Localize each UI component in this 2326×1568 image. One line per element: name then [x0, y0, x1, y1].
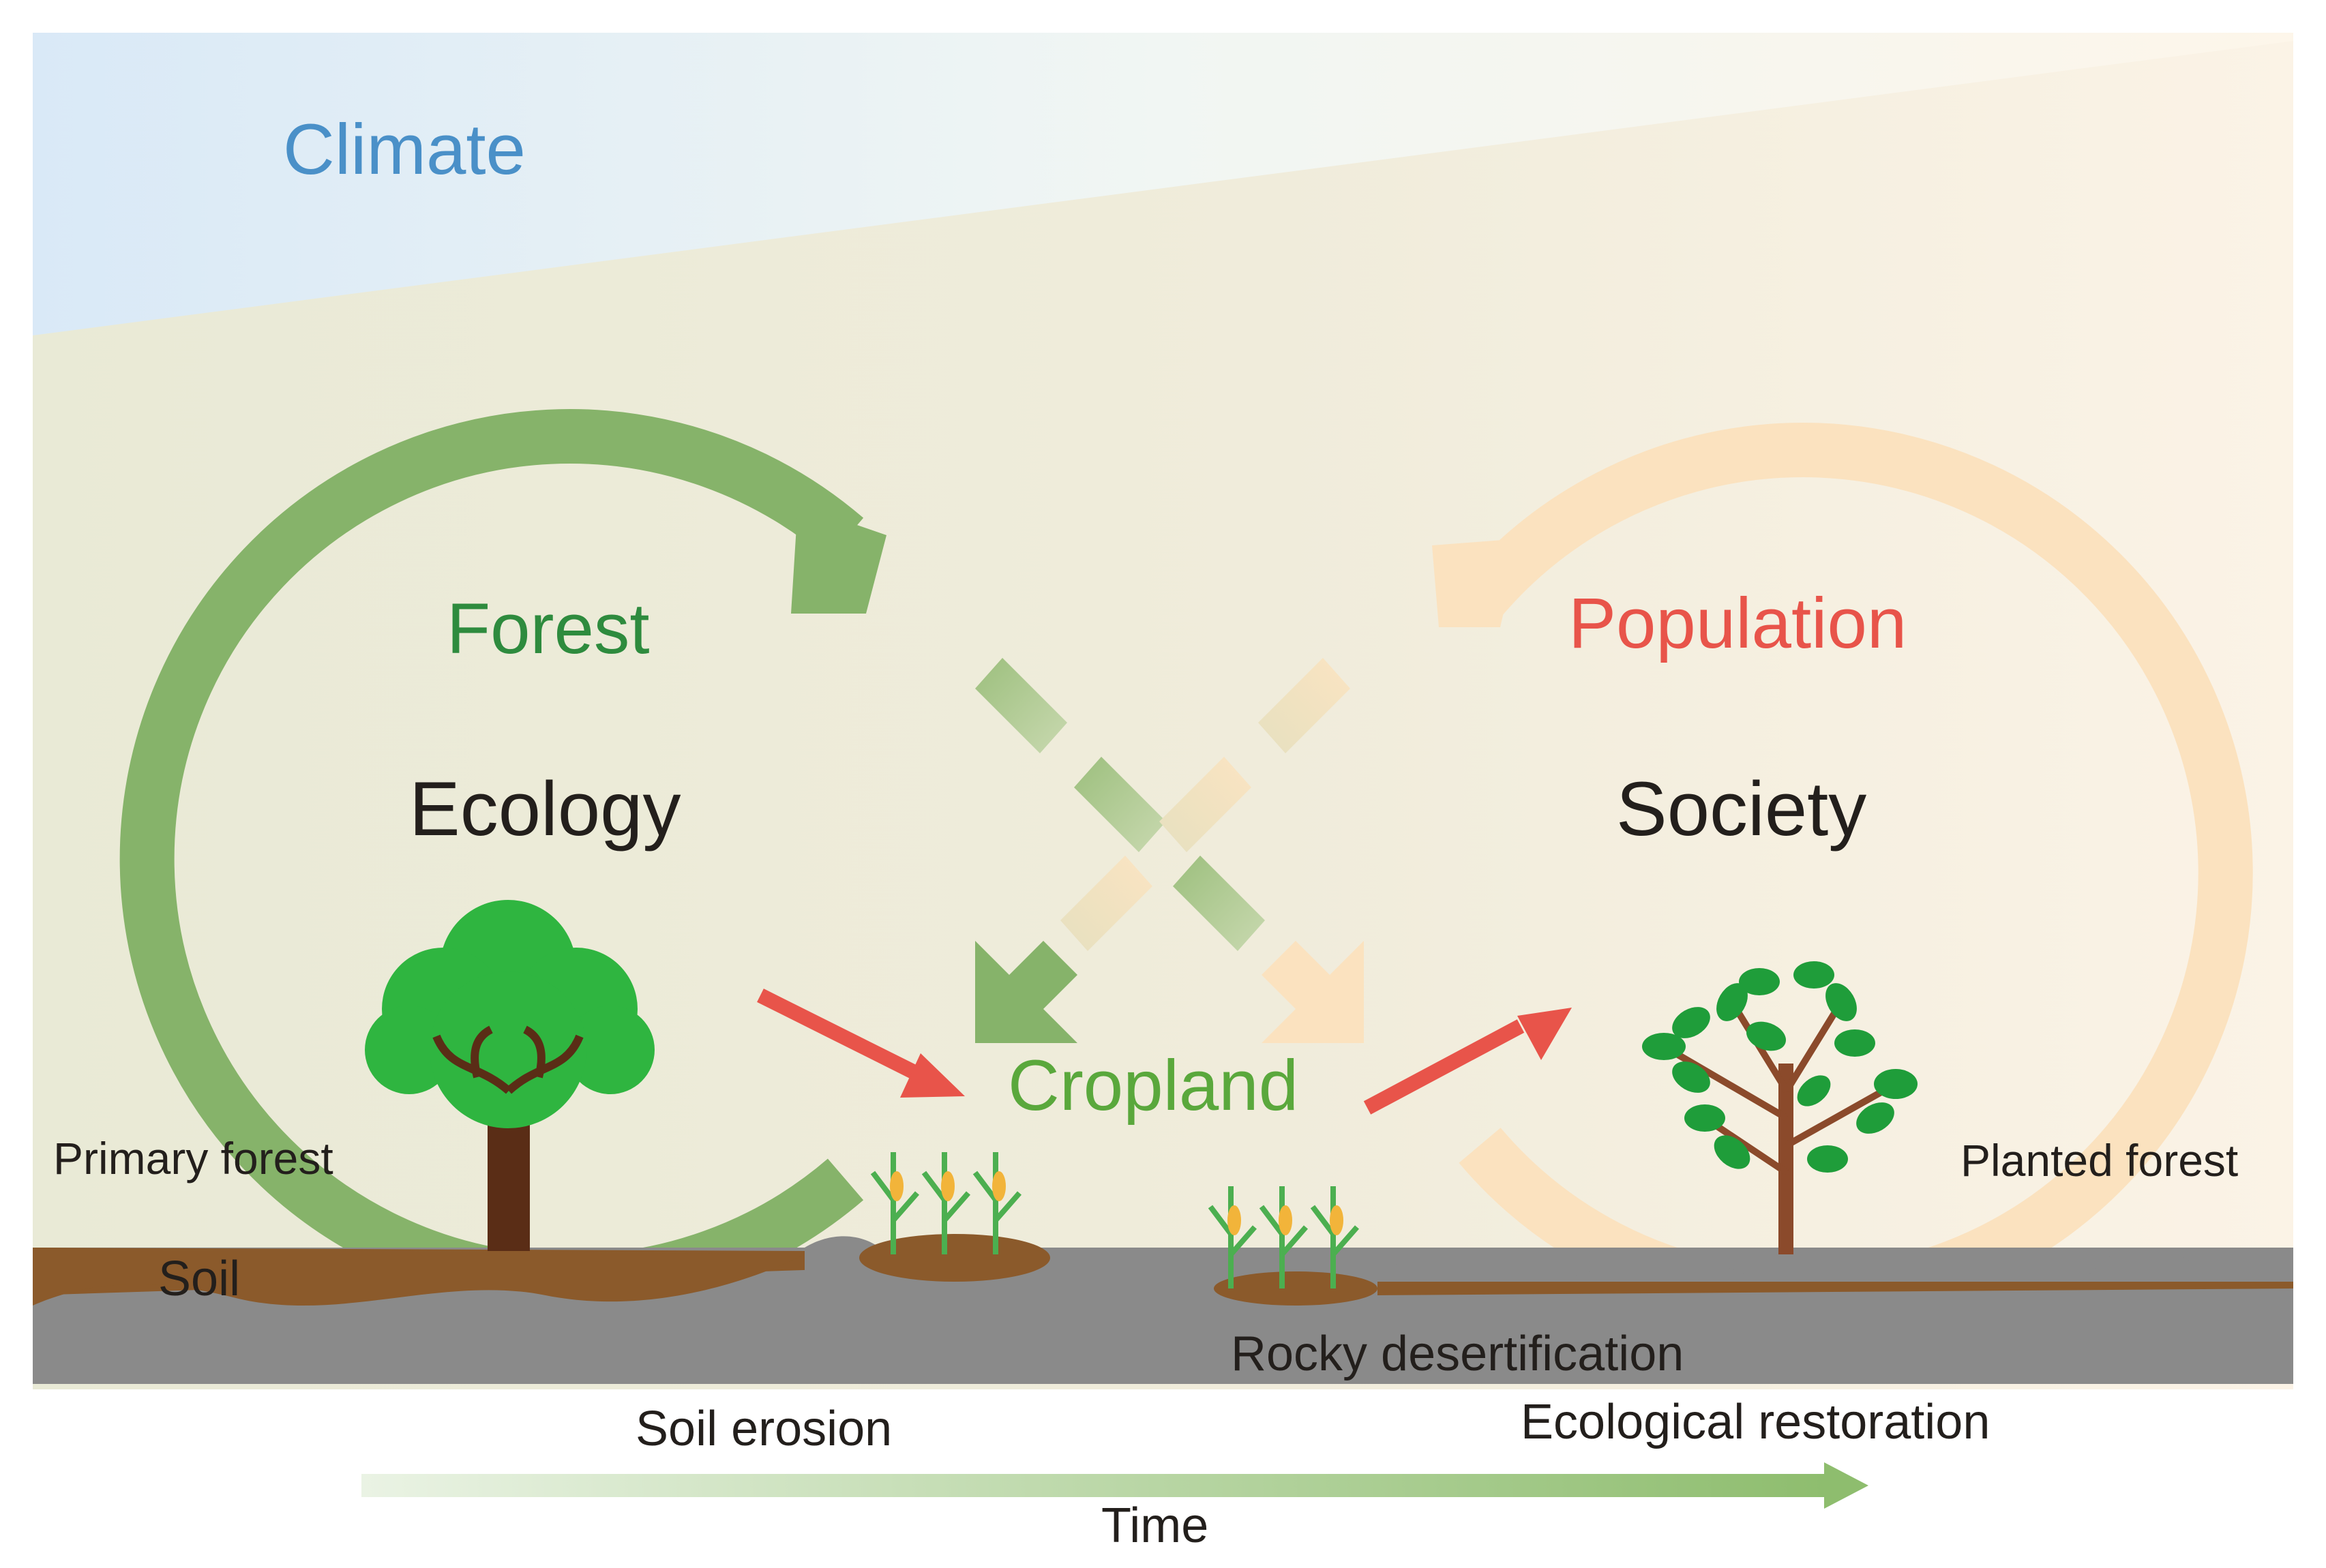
- society-to-cropland-diagonal-arrow: [1060, 658, 1350, 951]
- corn-plant-icon: [870, 1152, 1360, 1288]
- ecology-to-cropland-diagonal-arrow: [975, 658, 1265, 951]
- rocky-desertification-label: Rocky desertification: [1231, 1327, 1684, 1381]
- ecological-restoration-label: Ecological restoration: [1521, 1395, 1990, 1449]
- soil-label: Soil: [158, 1252, 240, 1306]
- beige-arrowhead-to-cropland: [1262, 941, 1364, 1043]
- climate-sky-band: [33, 33, 2293, 335]
- green-arrowhead-to-cropland: [975, 941, 1077, 1043]
- forest-label: Forest: [447, 589, 650, 669]
- society-label: Society: [1616, 766, 1866, 851]
- cropland-to-planted-red-arrow: [1363, 1008, 1572, 1115]
- ecology-label: Ecology: [409, 766, 681, 851]
- climate-label: Climate: [283, 110, 526, 190]
- broadleaf-tree-icon: [365, 900, 655, 1251]
- time-label: Time: [1101, 1498, 1208, 1553]
- planted-forest-label: Planted forest: [1960, 1135, 2238, 1186]
- time-axis-arrow: [361, 1462, 1868, 1509]
- soil-erosion-label: Soil erosion: [636, 1402, 892, 1456]
- population-label: Population: [1568, 584, 1907, 663]
- sapling-tree-icon: [1642, 961, 1918, 1254]
- cropland-label: Cropland: [1008, 1046, 1298, 1126]
- forest-to-cropland-red-arrow: [757, 989, 965, 1098]
- ground-profile: [33, 1234, 2293, 1384]
- primary-forest-label: Primary forest: [53, 1133, 333, 1183]
